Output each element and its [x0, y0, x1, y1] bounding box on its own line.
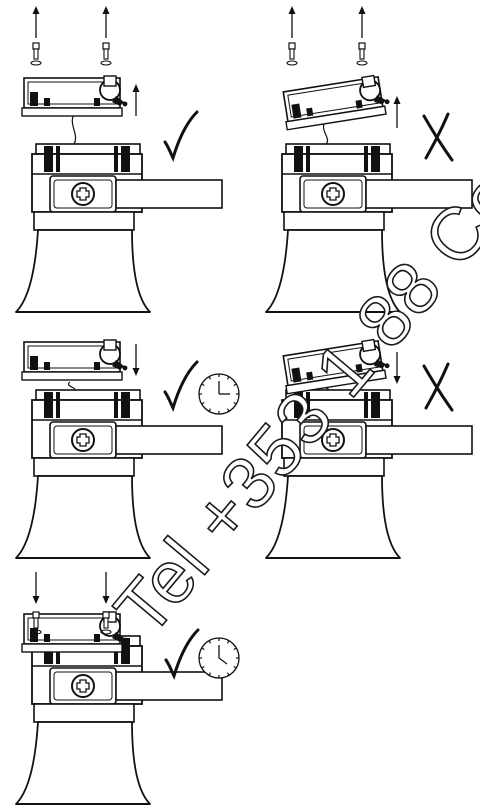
cover [280, 72, 393, 131]
cross-mark-icon [422, 112, 454, 162]
cable-wire [71, 111, 77, 145]
panel-refit-cover-tilted [265, 336, 473, 559]
cable-wire [68, 381, 76, 391]
arrow-up-icon [131, 83, 141, 117]
clock-icon [198, 637, 240, 679]
cross-mark-icon [422, 362, 454, 412]
panel-remove-cover [15, 5, 223, 313]
horn-body [15, 143, 223, 313]
cover [21, 339, 129, 381]
arrow-up-icon [101, 5, 111, 39]
check-mark-icon [163, 110, 199, 160]
arrow-down-icon [31, 571, 41, 605]
arrow-up-icon [287, 5, 297, 39]
clock-icon [198, 373, 240, 415]
screw-icon [286, 42, 298, 66]
arrow-down-icon [131, 343, 141, 377]
arrow-up-icon [357, 5, 367, 39]
screw-icon [30, 42, 42, 66]
screw-icon [100, 42, 112, 66]
check-mark-icon [163, 360, 199, 410]
arrow-up-icon [392, 95, 402, 129]
panel-remove-cover-tilted [265, 5, 473, 313]
screw-icon [356, 42, 368, 66]
arrow-up-icon [31, 5, 41, 39]
horn-body [15, 635, 223, 805]
panel-fasten-screws [15, 571, 240, 805]
panel-refit-cover [15, 339, 240, 559]
cover [21, 75, 129, 117]
